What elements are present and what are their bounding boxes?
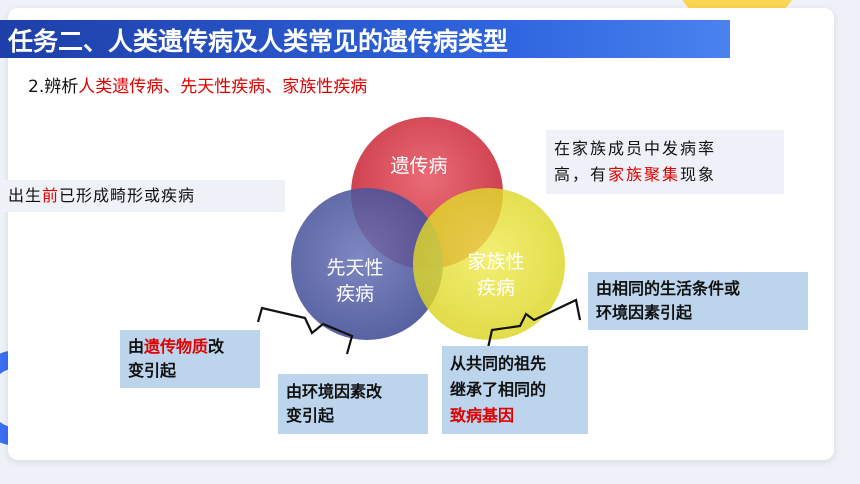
note-familial-definition: 在家族成员中发病率 高，有家族聚集现象 bbox=[546, 130, 784, 194]
subtitle-highlight: 人类遗传病、先天性疾病、家族性疾病 bbox=[78, 77, 368, 97]
note-environment-cause: 由环境因素改 变引起 bbox=[278, 374, 428, 434]
note-shared-ancestor: 从共同的祖先 继承了相同的 致病基因 bbox=[442, 346, 588, 434]
venn-label-familial-2: 疾病 bbox=[477, 277, 515, 299]
slide-title: 任务二、人类遗传病及人类常见的遗传病类型 bbox=[8, 27, 509, 56]
venn-label-congenital-1: 先天性 bbox=[326, 257, 383, 279]
venn-label-familial-1: 家族性 bbox=[467, 251, 524, 273]
subtitle-prefix: 2.辨析 bbox=[28, 77, 79, 97]
note-shared-environment: 由相同的生活条件或 环境因素引起 bbox=[588, 272, 808, 330]
note-congenital-definition: 出生前已形成畸形或疾病 bbox=[0, 180, 285, 212]
bracket-congenital bbox=[256, 306, 354, 355]
venn-circle-congenital bbox=[291, 188, 443, 340]
venn-label-genetic: 遗传病 bbox=[390, 155, 447, 177]
bracket-familial bbox=[486, 298, 582, 349]
venn-circle-familial bbox=[413, 188, 565, 340]
subtitle: 2.辨析人类遗传病、先天性疾病、家族性疾病 bbox=[28, 72, 367, 97]
note-genetic-material-cause: 由遗传物质改 变引起 bbox=[120, 330, 260, 388]
venn-label-congenital-2: 疾病 bbox=[336, 283, 374, 305]
title-banner: 任务二、人类遗传病及人类常见的遗传病类型 bbox=[0, 20, 730, 58]
